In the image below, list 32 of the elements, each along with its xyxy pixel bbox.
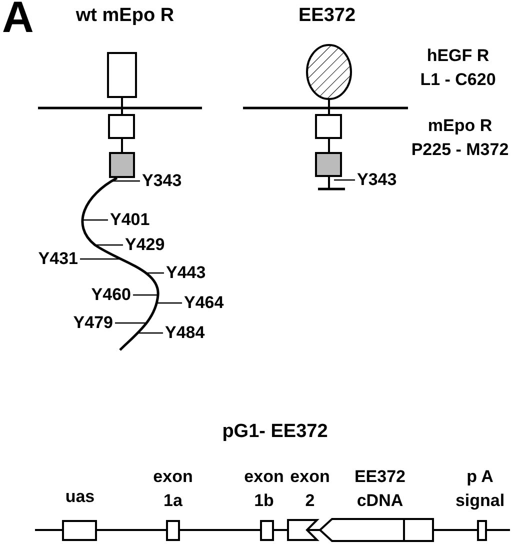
domain-label: mEpo R P225 - M372	[410, 115, 510, 161]
heading: wt mEpo R	[74, 4, 176, 28]
leader-line	[115, 322, 146, 324]
leader-line	[80, 258, 121, 260]
residue-label: Y401	[110, 211, 150, 229]
leader-line	[94, 244, 123, 246]
residue-label: Y460	[91, 286, 131, 304]
residue-label: Y479	[73, 314, 113, 332]
leader-line	[82, 219, 108, 221]
residue-label: Y343	[357, 171, 397, 189]
leader-line	[334, 179, 355, 181]
leader-line	[138, 332, 163, 334]
domain-label: hEGF R L1 - C620	[419, 45, 497, 91]
element-label: p A signal	[454, 466, 506, 512]
leader-line	[133, 294, 158, 296]
leader-line	[146, 272, 164, 274]
residue-label: Y343	[142, 172, 182, 190]
leader-line	[112, 180, 140, 182]
construct-title: pG1- EE372	[221, 420, 329, 444]
element-label: uas	[64, 486, 96, 508]
element-label: exon 2	[289, 466, 331, 512]
element-label: exon 1a	[152, 466, 194, 512]
panel-letter: A	[2, 0, 34, 40]
leader-line	[156, 302, 182, 304]
residue-label: Y464	[184, 294, 224, 312]
element-label: EE372 cDNA	[353, 466, 407, 512]
element-label: exon 1b	[243, 466, 285, 512]
residue-label: Y429	[125, 236, 165, 254]
residue-label: Y443	[166, 264, 206, 282]
residue-label: Y484	[165, 324, 205, 342]
residue-label: Y431	[38, 250, 78, 268]
heading: EE372	[297, 4, 357, 28]
